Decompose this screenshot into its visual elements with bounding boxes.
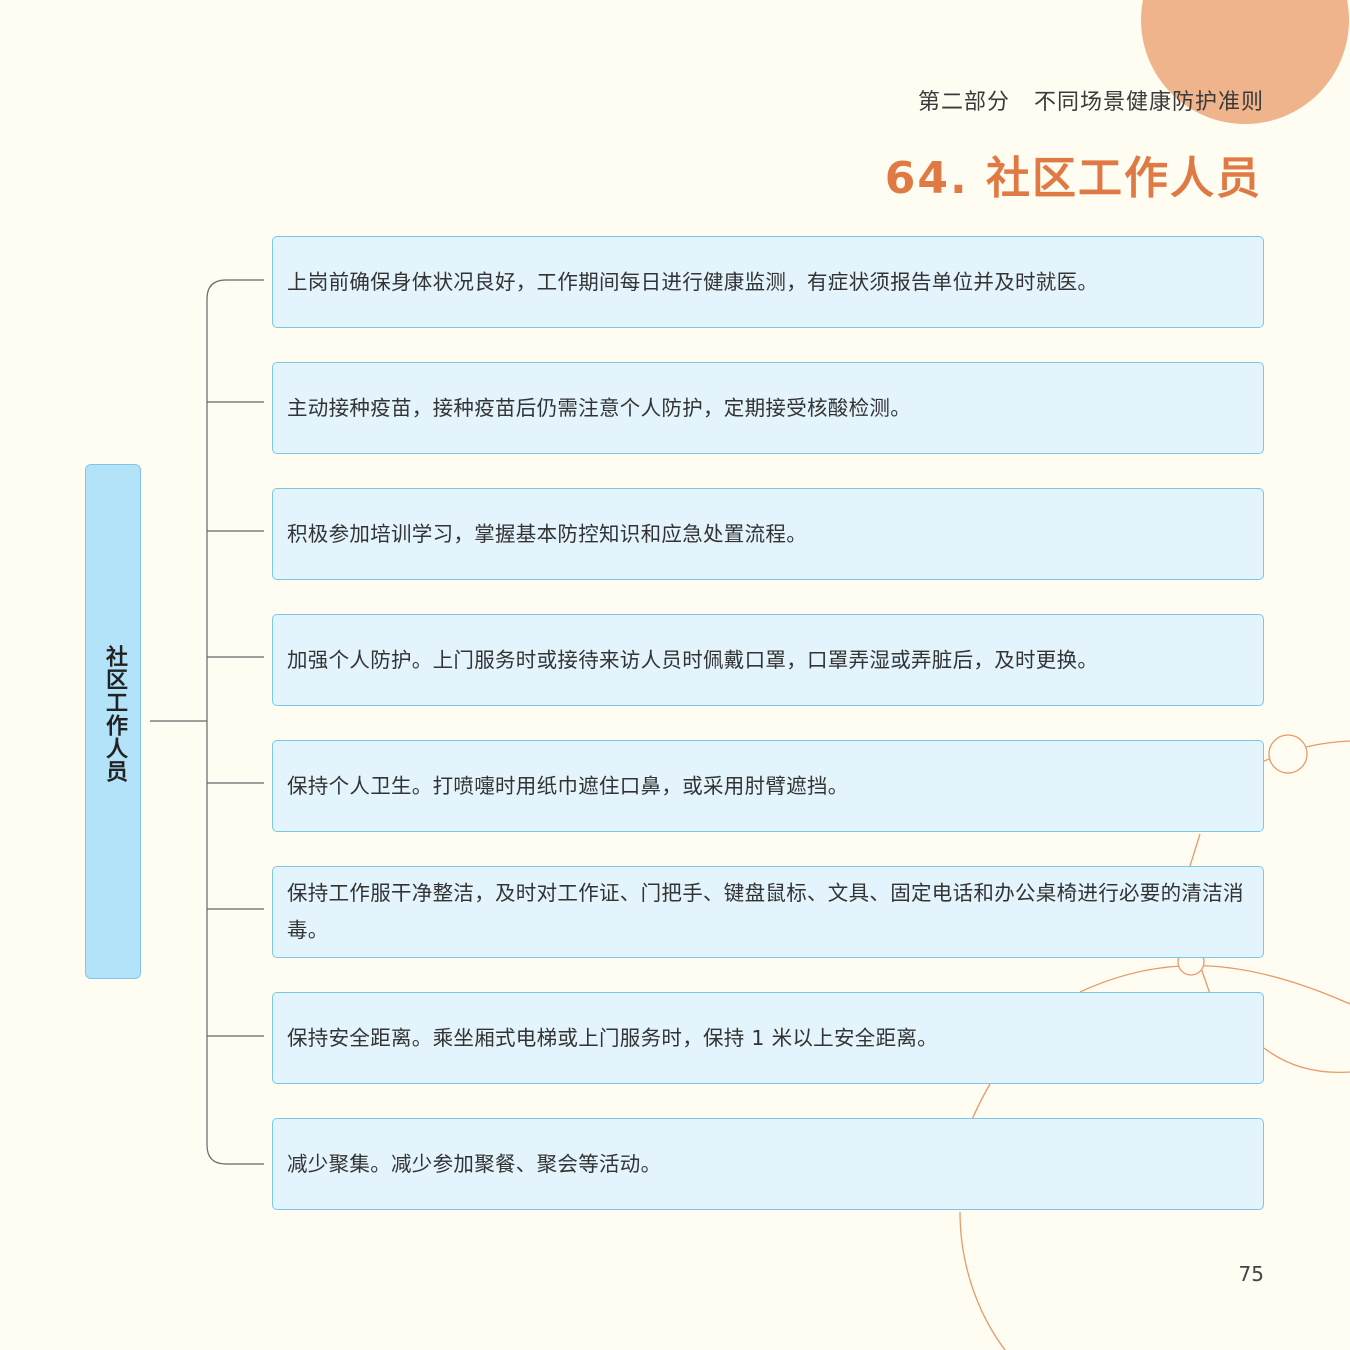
ring-decoration xyxy=(1268,734,1308,774)
guideline-text: 加强个人防护。上门服务时或接待来访人员时佩戴口罩，口罩弄湿或弄脏后，及时更换。 xyxy=(287,647,1099,672)
page-number: 75 xyxy=(1238,1262,1264,1286)
guideline-card-1: 上岗前确保身体状况良好，工作期间每日进行健康监测，有症状须报告单位并及时就医。 xyxy=(272,236,1264,328)
arc-decoration xyxy=(1189,833,1201,867)
guideline-card-6: 保持工作服干净整洁，及时对工作证、门把手、键盘鼠标、文具、固定电话和办公桌椅进行… xyxy=(272,866,1264,958)
guideline-text: 减少聚集。减少参加聚餐、聚会等活动。 xyxy=(287,1151,662,1176)
guideline-card-2: 主动接种疫苗，接种疫苗后仍需注意个人防护，定期接受核酸检测。 xyxy=(272,362,1264,454)
guideline-card-8: 减少聚集。减少参加聚餐、聚会等活动。 xyxy=(272,1118,1264,1210)
guideline-text: 保持安全距离。乘坐厢式电梯或上门服务时，保持 1 米以上安全距离。 xyxy=(287,1025,938,1050)
root-node: 社区工作人员 xyxy=(85,464,141,979)
section-part-label: 第二部分 xyxy=(917,90,1010,115)
guideline-text: 主动接种疫苗，接种疫苗后仍需注意个人防护，定期接受核酸检测。 xyxy=(287,395,911,420)
trunk-connector xyxy=(206,279,264,1165)
guideline-card-5: 保持个人卫生。打喷嚏时用纸巾遮住口鼻，或采用肘臂遮挡。 xyxy=(272,740,1264,832)
guideline-text: 积极参加培训学习，掌握基本防控知识和应急处置流程。 xyxy=(287,521,807,546)
section-header: 第二部分不同场景健康防护准则 xyxy=(918,84,1264,116)
guideline-text: 上岗前确保身体状况良好，工作期间每日进行健康监测，有症状须报告单位并及时就医。 xyxy=(287,269,1099,294)
section-title-label: 不同场景健康防护准则 xyxy=(1033,90,1264,115)
root-node-label: 社区工作人员 xyxy=(102,645,127,783)
guideline-text: 保持个人卫生。打喷嚏时用纸巾遮住口鼻，或采用肘臂遮挡。 xyxy=(287,773,849,798)
page-title: 64. 社区工作人员 xyxy=(884,153,1262,204)
guideline-text: 保持工作服干净整洁，及时对工作证、门把手、键盘鼠标、文具、固定电话和办公桌椅进行… xyxy=(287,881,1244,942)
guideline-card-7: 保持安全距离。乘坐厢式电梯或上门服务时，保持 1 米以上安全距离。 xyxy=(272,992,1264,1084)
arc-decoration xyxy=(959,1211,1006,1350)
corner-circle-decoration xyxy=(1141,0,1349,124)
arc-decoration xyxy=(971,1083,991,1121)
guideline-card-3: 积极参加培训学习，掌握基本防控知识和应急处置流程。 xyxy=(272,488,1264,580)
guideline-card-4: 加强个人防护。上门服务时或接待来访人员时佩戴口罩，口罩弄湿或弄脏后，及时更换。 xyxy=(272,614,1264,706)
arc-decoration xyxy=(1263,1047,1350,1074)
